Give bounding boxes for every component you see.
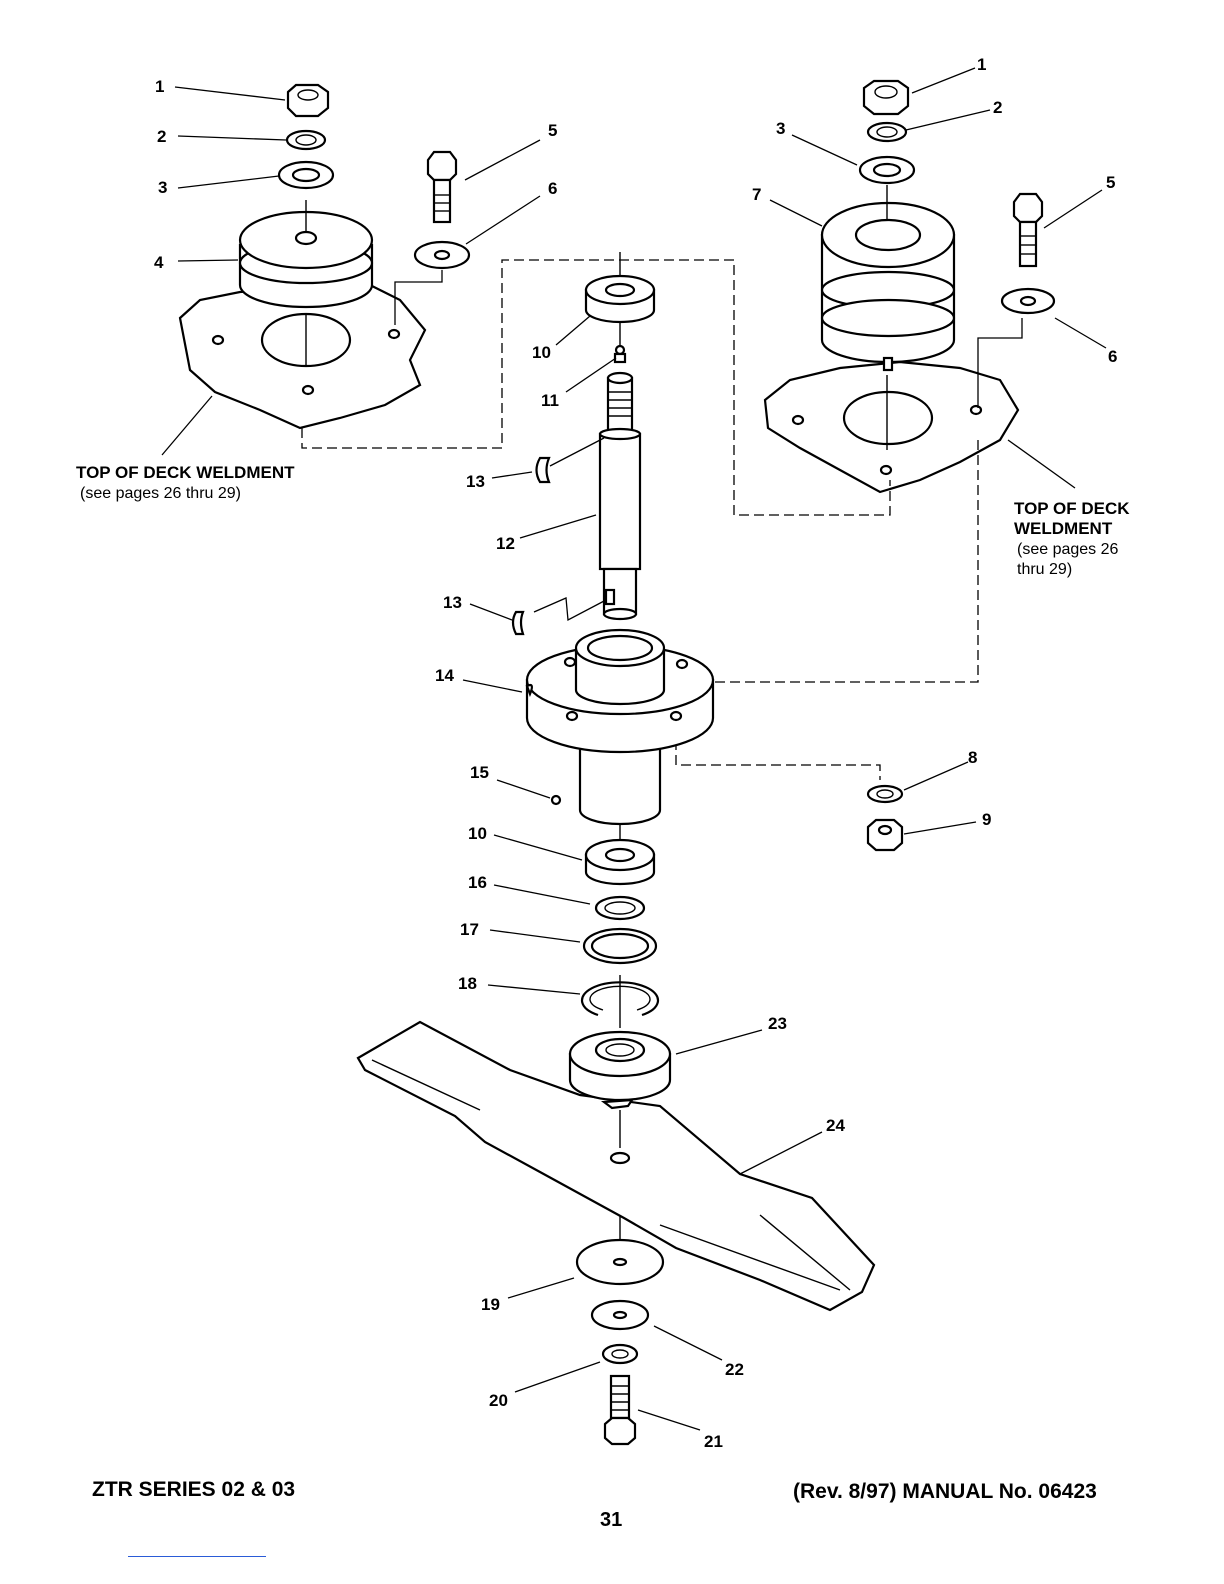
callout-4: 4 — [154, 253, 164, 272]
assembly-line-right — [690, 440, 978, 682]
callout-22: 22 — [725, 1360, 744, 1379]
callout-9: 9 — [982, 810, 991, 829]
callout-21: 21 — [704, 1432, 723, 1451]
flange-washer — [868, 786, 902, 802]
upper-bearing — [586, 276, 654, 322]
left-bolt-washer — [415, 242, 469, 268]
right-deck-sublabel-1: (see pages 26 — [1017, 541, 1119, 558]
spacer-ring — [596, 897, 644, 919]
right-flat-washer — [860, 157, 914, 183]
right-lock-washer — [868, 123, 906, 141]
left-lock-washer — [287, 131, 325, 149]
callout-15: 15 — [470, 763, 489, 782]
lower-bearing — [586, 840, 654, 884]
left-hex-nut — [288, 85, 328, 116]
blade-washer — [577, 1240, 663, 1284]
callout-23: 23 — [768, 1014, 787, 1033]
right-deck-sublabel-2: thru 29) — [1017, 561, 1072, 578]
small-washer — [592, 1301, 648, 1329]
callout-13-lower: 13 — [443, 593, 462, 612]
grease-fitting — [615, 346, 625, 362]
right-deck-label-2: WELDMENT — [1014, 519, 1113, 538]
upper-key — [537, 458, 550, 482]
callout-16: 16 — [468, 873, 487, 892]
spindle-housing — [527, 630, 713, 824]
callout-20: 20 — [489, 1391, 508, 1410]
callout-8: 8 — [968, 748, 977, 767]
callout-2-left: 2 — [157, 127, 166, 146]
flange-nut — [868, 820, 902, 850]
lower-key — [513, 612, 523, 634]
blade-bolt — [605, 1376, 635, 1444]
callout-14: 14 — [435, 666, 454, 685]
callout-10-upper: 10 — [532, 343, 551, 362]
grease-fitting-lower — [552, 796, 560, 804]
callout-1-right: 1 — [977, 55, 986, 74]
page-number: 31 — [600, 1509, 622, 1532]
callout-24: 24 — [826, 1116, 845, 1135]
footer-rule — [128, 1556, 266, 1557]
right-bolt-washer — [1002, 289, 1054, 313]
left-deck-label: TOP OF DECK WELDMENT — [76, 463, 295, 482]
callout-11: 11 — [541, 391, 559, 410]
right-deck-plate — [765, 362, 1018, 492]
assembly-line-nut — [676, 740, 880, 780]
blade-lock-washer — [603, 1345, 637, 1363]
callout-5-left: 5 — [548, 121, 557, 140]
callout-6-left: 6 — [548, 179, 557, 198]
footer-series: ZTR SERIES 02 & 03 — [92, 1478, 295, 1502]
callout-17: 17 — [460, 920, 479, 939]
spindle-shaft — [600, 373, 640, 619]
large-washer — [584, 929, 656, 963]
callout-13-upper: 13 — [466, 472, 485, 491]
right-hex-nut — [864, 81, 908, 114]
right-bolt — [1014, 194, 1042, 266]
callout-6-right: 6 — [1108, 347, 1117, 366]
callout-3-right: 3 — [776, 119, 785, 138]
left-deck-sublabel: (see pages 26 thru 29) — [80, 485, 241, 502]
callout-7: 7 — [752, 185, 761, 204]
callout-1-left: 1 — [155, 77, 164, 96]
callout-3-left: 3 — [158, 178, 167, 197]
callout-2-right: 2 — [993, 98, 1002, 117]
callout-12: 12 — [496, 534, 515, 553]
callout-5-right: 5 — [1106, 173, 1115, 192]
left-flat-washer — [279, 162, 333, 188]
right-isolator-mount — [822, 203, 954, 370]
left-bolt — [428, 152, 456, 222]
callout-10-lower: 10 — [468, 824, 487, 843]
callout-18: 18 — [458, 974, 477, 993]
footer-manual: (Rev. 8/97) MANUAL No. 06423 — [793, 1480, 1097, 1504]
right-deck-label-1: TOP OF DECK — [1014, 499, 1130, 518]
callout-19: 19 — [481, 1295, 500, 1314]
